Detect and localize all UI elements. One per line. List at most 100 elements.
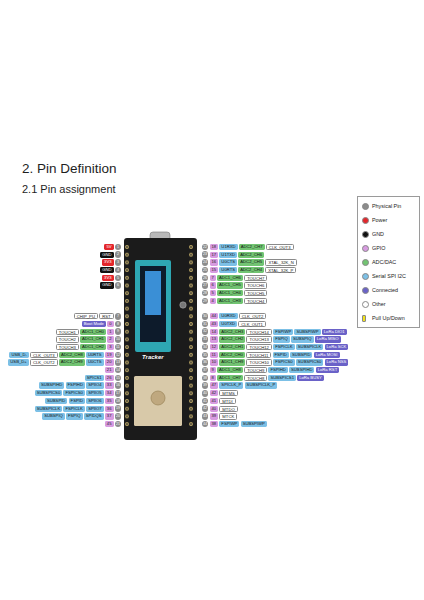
serial-label: U1RXD [219, 244, 237, 250]
legend-swatch [362, 203, 369, 210]
serial-label: FSPIQ [66, 413, 83, 419]
other-label: CHIP_PU [74, 313, 98, 319]
pin-label-text: LoRa MOSI [316, 352, 338, 357]
pin-label-text: 11 [116, 345, 120, 349]
pin-label-text: 14 [116, 368, 120, 372]
adc-label: ADC2_CH7 [239, 244, 265, 250]
serial-label: SUBSPIQ [42, 413, 65, 419]
pin-label-text: FSPICLK [65, 406, 82, 411]
pin-label-text: 31 [203, 322, 207, 326]
pin-label-text: TOUCH3 [59, 345, 76, 350]
pin-label-text: 39 [203, 383, 207, 387]
gpio-label: 37 [105, 413, 114, 419]
gpio-label: 16 [210, 259, 219, 265]
adc-label: ADC1_CH7 [217, 375, 243, 381]
legend-swatch [362, 287, 369, 294]
pin-label-text: SPIDQS [86, 413, 102, 418]
gpio-label: 21 [105, 367, 114, 373]
board-logo: Tracker [142, 354, 164, 360]
pin-label-text: U0CTS [221, 259, 235, 264]
serial-label: U0TXD [219, 321, 237, 327]
serial-label: SPIIO6 [86, 398, 104, 404]
pin-label-text: LoRa RST [318, 367, 338, 372]
gpio-label: 38 [210, 421, 219, 427]
pin-label-text: U0RXD [221, 313, 235, 318]
adc-label: ADC2_CH8 [59, 352, 85, 358]
gpio-label: 43 [210, 321, 219, 327]
adc-label: ADC2_CH1 [219, 344, 245, 350]
user-button [180, 302, 186, 308]
other-label: TOUCH3 [56, 344, 79, 350]
serial-label: SPICS1 [85, 375, 104, 381]
pin-label-text: FSPIQ [68, 413, 81, 418]
other-label: MTCK [219, 413, 237, 419]
pin-label-text: 20 [116, 414, 120, 418]
oled-screen [140, 266, 166, 342]
pin-label-text: 34 [107, 390, 112, 395]
pin-label-text: 22 [203, 245, 207, 249]
gpio-label: 11 [210, 352, 218, 358]
adc-label: ADC2_CH2 [219, 336, 245, 342]
connected-label: LoRa MOSI [314, 352, 340, 358]
other-label: CLK_OUT1 [238, 321, 266, 327]
gpio-label: 14 [210, 329, 219, 335]
legend-text: Pull Up/Down [372, 314, 405, 323]
physical-pin: 21 [115, 421, 122, 428]
serial-label: FSPIWP [219, 421, 239, 427]
pin-label-text: 7 [117, 314, 119, 318]
physical-pin: 41 [202, 398, 209, 405]
pin-label-text: 42 [212, 390, 217, 395]
pin-label-text: ADC2_CH5 [240, 259, 262, 264]
pin-label-text: 37 [107, 413, 112, 418]
pin-label-text: 19 [107, 352, 112, 357]
pin-label-text: TOUCH10 [249, 360, 268, 365]
serial-label: SPIDQS [84, 413, 104, 419]
gnd-label: GND [100, 267, 113, 273]
pin-label-text: SUBSPICLK_P [247, 382, 276, 387]
gpio-label: 5 [210, 290, 216, 296]
pin-label-text: 9 [117, 329, 119, 333]
physical-pin: 10 [115, 336, 122, 343]
pin-label-text: CHIP_PU [77, 314, 95, 319]
pin-label-text: 37 [203, 368, 207, 372]
pin-label-text: 38 [203, 376, 207, 380]
physical-pin: 35 [202, 352, 209, 359]
other-label: TOUCH13 [246, 336, 271, 342]
physical-pin: 23 [202, 251, 209, 258]
adc-label: ADC1_CH4 [217, 290, 243, 296]
serial-label: FSPICLK [273, 344, 294, 350]
serial-label: SUBSPID [45, 398, 67, 404]
serial-label: USB_D+ [8, 359, 28, 365]
left-header-holes [123, 243, 131, 428]
pin-label-text: 10 [212, 359, 217, 364]
pin-label-text: TOUCH5 [247, 291, 264, 296]
connected-label: LoRa SCK [325, 344, 349, 350]
pin-label-text: 43 [203, 414, 207, 418]
power-label: 5V [104, 244, 113, 250]
pin-label-text: ADC2_CH1 [221, 344, 243, 349]
pin-label-text: 36 [107, 406, 112, 411]
legend-swatch [362, 315, 366, 322]
pin-label-text: ADC1_CH8 [219, 367, 241, 372]
other-label: MTDI [219, 398, 235, 404]
pin-label-text: 15 [212, 267, 217, 272]
pin-label-text: TOUCH1 [59, 330, 76, 335]
gpio-label: 0 [107, 321, 113, 327]
pin-label-text: 17 [116, 391, 120, 395]
physical-pin: 27 [202, 282, 209, 289]
physical-pin: 44 [202, 421, 209, 428]
physical-pin: 37 [202, 367, 209, 374]
oled-frame [135, 260, 171, 352]
pin-label-text: 3V3 [104, 259, 111, 264]
serial-label: SUBSPIHD [39, 382, 64, 388]
pin-label-text: 4 [117, 268, 119, 272]
physical-pin: 7 [115, 313, 122, 320]
gpio-label: 40 [210, 406, 219, 412]
pin-label-text: 39 [212, 413, 217, 418]
physical-pin: 28 [202, 290, 209, 297]
gpio-label: 45 [105, 421, 114, 427]
pin-label-text: SUBSPIWP [243, 421, 265, 426]
serial-label: SPIIO7 [86, 406, 104, 412]
pin-label-text: 27 [203, 283, 207, 287]
subsection-heading: 2.1 Pin assignment [22, 183, 116, 195]
